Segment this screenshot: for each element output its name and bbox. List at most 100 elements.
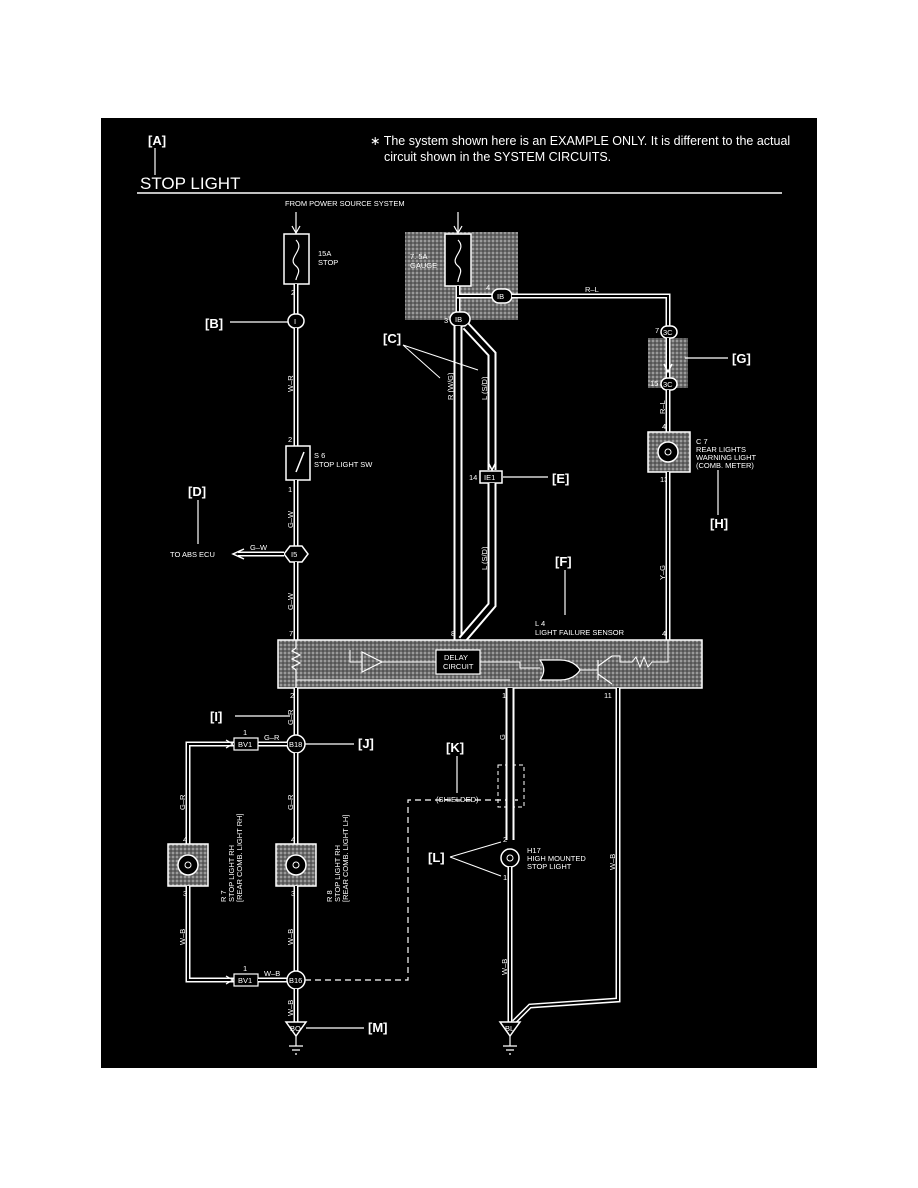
- l4-pin-2: 2: [290, 691, 294, 700]
- callout-m: [M]: [368, 1020, 388, 1035]
- l4-pin-11: 11: [604, 691, 612, 700]
- connector-ib-bottom-label: IB: [455, 315, 462, 324]
- wire-w-b-5: W–B: [500, 959, 509, 975]
- wire-y-g: Y–G: [658, 565, 667, 580]
- abs-ecu-label: TO ABS ECU: [170, 550, 215, 559]
- connector-i5-label: I5: [291, 550, 297, 559]
- feed-arrow-left: [291, 225, 301, 235]
- l4-pin-1: 1: [502, 691, 506, 700]
- h17-name1: HIGH MOUNTED: [527, 854, 586, 863]
- r7-name2: [REAR COMB. LIGHT RH]: [235, 813, 244, 902]
- connector-ib-top-label: IB: [497, 292, 504, 301]
- h17-pin-bottom: 1: [503, 873, 507, 882]
- wire-l-s-d-top: L (S/D): [480, 376, 489, 400]
- connector-ie1-label: IE1: [484, 473, 495, 482]
- connector-bv1-bottom-label: BV1: [238, 976, 252, 985]
- shield-drain-dashed: [305, 799, 518, 981]
- callout-c: [C]: [383, 331, 401, 346]
- r8-filament: [292, 861, 300, 869]
- wire-w-b-1: W–B: [178, 929, 187, 945]
- r7-pin-bottom: 3: [183, 889, 187, 898]
- page-title: STOP LIGHT: [140, 174, 240, 193]
- callout-f: [F]: [555, 554, 572, 569]
- sensor-line-4: [480, 661, 540, 669]
- pin-14: 14: [469, 473, 477, 482]
- delay-label-2: CIRCUIT: [443, 662, 474, 671]
- fuse-stop-box: [283, 233, 310, 285]
- ground-bl-label: BL: [505, 1024, 514, 1033]
- wire-g-w-3: G–W: [286, 592, 295, 610]
- fuse-stop-amp: 15A: [318, 249, 331, 258]
- fuse-gauge-name: GAUGE: [410, 261, 437, 270]
- wire-r-l-mid: R–L: [658, 400, 667, 414]
- l4-name: LIGHT FAILURE SENSOR: [535, 628, 625, 637]
- ground-bl: [498, 1021, 522, 1038]
- connector-3c-top-label: 3C: [663, 328, 673, 337]
- feed-arrow-right: [453, 225, 463, 235]
- callout-c-leader: [402, 344, 479, 379]
- pin-15-c: 15: [650, 379, 658, 388]
- r8-pin-bottom: 3: [291, 889, 295, 898]
- wire-w-b-2: W–B: [264, 969, 280, 978]
- sensor-resistor-left: [290, 640, 302, 688]
- h17-code: H17: [527, 846, 541, 855]
- s6-name: STOP LIGHT SW: [314, 460, 373, 469]
- h17-filament: [506, 854, 514, 862]
- callout-j: [J]: [358, 736, 374, 751]
- c7-name1: REAR LIGHTS: [696, 445, 746, 454]
- r7-code: R 7: [219, 890, 228, 902]
- wire-w-r: W–R: [286, 375, 295, 392]
- r8-pin-top: 4: [291, 835, 295, 844]
- c7-code: C 7: [696, 437, 708, 446]
- c7-filament: [664, 448, 672, 456]
- ground-bl-symbol: [503, 1036, 517, 1055]
- iet-arrow: [487, 461, 497, 472]
- c7-pin-bottom: 13: [660, 475, 668, 484]
- wire-w-b-4: W–B: [286, 1000, 295, 1016]
- ground-bo-label: BO: [290, 1024, 301, 1033]
- r7-bulb: [177, 854, 199, 876]
- wire-g-w-2: G–W: [250, 543, 268, 552]
- wire-w-b-3: W–B: [286, 929, 295, 945]
- wire-r-w-g: R (W/G): [446, 372, 455, 400]
- sensor-gate: [538, 659, 581, 681]
- h17-pin-top: 2: [503, 835, 507, 844]
- c-arrow: [663, 363, 673, 374]
- r8-code: R 8: [325, 890, 334, 902]
- c7-name3: (COMB. METER): [696, 461, 754, 470]
- bv1-top-pin: 1: [243, 728, 247, 737]
- wire-r-l-top: R–L: [585, 285, 599, 294]
- connector-3c-bottom-label: 3C: [663, 380, 673, 389]
- wire-g-r-1: G–R: [286, 709, 295, 725]
- c7-name2: WARNING LIGHT: [696, 453, 757, 462]
- fuse-stop-pin: 2: [291, 288, 295, 297]
- sensor-comparator: [361, 651, 384, 673]
- callout-b: [B]: [205, 316, 223, 331]
- fuse-gauge-amp: 7. 5A: [410, 252, 428, 261]
- r7-name1: STOP LIGHT RH: [227, 845, 236, 902]
- stop-light-switch-box: [285, 445, 311, 481]
- bv1-top-arrow: [225, 739, 235, 749]
- wire-w-b-6: W–B: [608, 854, 617, 870]
- r8-bulb: [285, 854, 307, 876]
- callout-i: [I]: [210, 709, 222, 724]
- fuse-stop-name: STOP: [318, 258, 338, 267]
- wire-l-s-d-mid: L (S/D): [480, 546, 489, 570]
- wire-g-r-4: G–R: [286, 794, 295, 810]
- fuse-stop-symbol: [292, 239, 300, 281]
- marker-a: [A]: [148, 133, 166, 148]
- connector-b18-label: B18: [289, 740, 302, 749]
- callout-h: [H]: [710, 516, 728, 531]
- s6-pin-top: 2: [288, 435, 292, 444]
- switch-blade: [295, 451, 305, 473]
- r8-name1: STOP LIGHT RH: [333, 845, 342, 902]
- bv1-bot-pin: 1: [243, 964, 247, 973]
- fuse-gauge-symbol: [454, 239, 462, 283]
- ground-bo-symbol: [289, 1036, 303, 1055]
- wire-g-r-2: G–R: [264, 733, 280, 742]
- callout-g: [G]: [732, 351, 751, 366]
- abs-arrow: [231, 548, 245, 560]
- s6-pin-bottom: 1: [288, 485, 292, 494]
- callout-d: [D]: [188, 484, 206, 499]
- connector-i-label: I: [294, 317, 296, 326]
